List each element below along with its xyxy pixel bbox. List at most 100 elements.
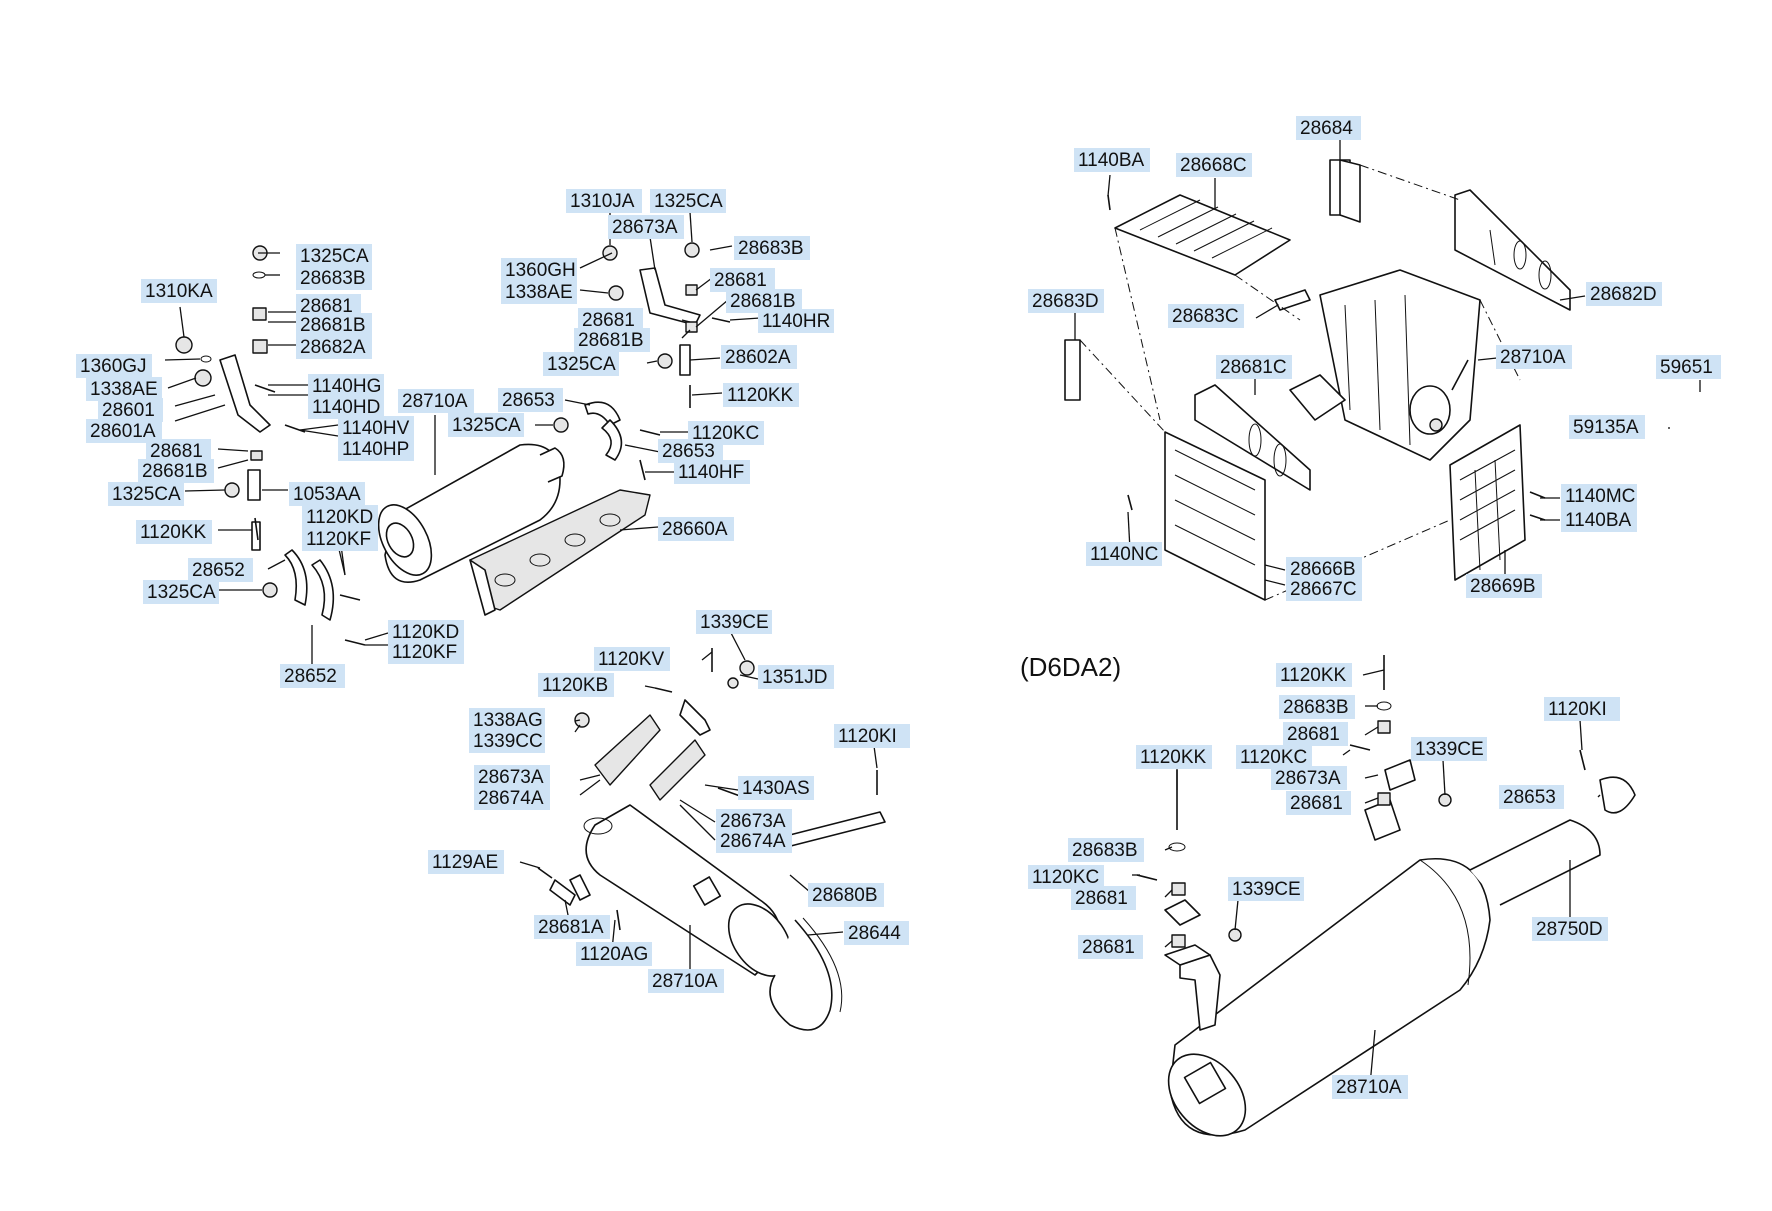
part-number-label[interactable]: 28681 (1287, 724, 1340, 745)
part-number-label[interactable]: 1140HF (678, 462, 744, 483)
part-number-label[interactable]: 28683B (1072, 840, 1138, 861)
part-number-label[interactable]: 1120KV (598, 649, 665, 670)
part-number-label[interactable]: 28750D (1536, 919, 1603, 940)
part-number-label[interactable]: 28681 (1082, 937, 1135, 958)
part-number-label[interactable]: 1140HV (342, 418, 410, 439)
part-number-label[interactable]: 1339CE (1232, 879, 1301, 900)
part-number-label[interactable]: 28653 (662, 441, 715, 462)
part-number-label[interactable]: 28681 (1290, 793, 1343, 814)
part-number-label[interactable]: 1325CA (654, 191, 723, 212)
part-number-label[interactable]: 1339CC (473, 731, 543, 752)
part-number-label[interactable]: 1351JD (762, 667, 828, 688)
part-number-label[interactable]: 28653 (502, 390, 555, 411)
part-number-label[interactable]: 28674A (478, 788, 544, 809)
part-number-label[interactable]: 28652 (192, 560, 245, 581)
part-number-label[interactable]: 28667C (1290, 579, 1357, 600)
part-number-label[interactable]: 28683D (1032, 291, 1099, 312)
part-number-label[interactable]: 1140HD (312, 397, 380, 418)
part-number-label[interactable]: 28674A (720, 831, 786, 852)
part-number-label[interactable]: 1339CE (1415, 739, 1484, 760)
part-number-label[interactable]: 1140HP (342, 439, 409, 460)
part-number-label[interactable]: 28683B (300, 268, 366, 289)
part-number-label[interactable]: 28644 (848, 923, 901, 944)
part-number-label[interactable]: 1053AA (293, 484, 361, 505)
part-number-label[interactable]: 28710A (652, 971, 718, 992)
part-number-label[interactable]: 28682A (300, 337, 366, 358)
part-number-label[interactable]: 1325CA (147, 582, 216, 603)
part-number-label[interactable]: 1120KD (306, 507, 373, 528)
part-number-label[interactable]: 1360GH (505, 260, 576, 281)
part-number-label[interactable]: 28681B (730, 291, 796, 312)
part-number-label[interactable]: 28710A (1336, 1077, 1402, 1098)
part-number-label[interactable]: 1140MC (1565, 486, 1635, 507)
part-number-label[interactable]: 28681A (538, 917, 604, 938)
part-number-label[interactable]: 28666B (1290, 559, 1356, 580)
part-number-label[interactable]: 28681 (714, 270, 767, 291)
part-number-label[interactable]: 1338AE (505, 282, 573, 303)
part-number-label[interactable]: 1120KI (1548, 699, 1607, 720)
part-number-label[interactable]: 28673A (720, 811, 786, 832)
part-number-label[interactable]: 1129AE (432, 852, 498, 873)
part-number-label[interactable]: 28680B (812, 885, 878, 906)
part-number-label[interactable]: 1120KC (1240, 747, 1307, 768)
part-number-label[interactable]: 28602A (725, 347, 791, 368)
part-number-label[interactable]: 1120KF (306, 529, 371, 550)
part-number-label[interactable]: 1120AG (580, 944, 648, 965)
leader-line (184, 489, 226, 492)
part-number-label[interactable]: 1120KB (542, 675, 608, 696)
part-number-label[interactable]: 1338AG (473, 710, 543, 731)
part-number-label[interactable]: 59651 (1660, 357, 1713, 378)
part-number-label[interactable]: 28673A (1275, 768, 1341, 789)
part-number-label[interactable]: 28683B (1283, 697, 1349, 718)
part-number-label[interactable]: 28673A (612, 217, 678, 238)
part-number-label[interactable]: 1325CA (452, 415, 521, 436)
part-number-label[interactable]: 1325CA (547, 354, 616, 375)
part-number-label[interactable]: 28668C (1180, 155, 1247, 176)
part-number-label[interactable]: 1140HR (762, 311, 830, 332)
part-number-label[interactable]: 1120KC (692, 423, 759, 444)
part-number-label[interactable]: 28669B (1470, 576, 1536, 597)
part-number-label[interactable]: 1339CE (700, 612, 769, 633)
part-number-label[interactable]: 1120KD (392, 622, 459, 643)
part-number-label[interactable]: 28653 (1503, 787, 1556, 808)
part-number-label[interactable]: 1310JA (570, 191, 635, 212)
part-number-label[interactable]: 28681C (1220, 357, 1287, 378)
part-number-label[interactable]: 28681 (300, 296, 353, 317)
part-number-label[interactable]: 1140NC (1090, 544, 1158, 565)
part-number-label[interactable]: 1430AS (742, 778, 810, 799)
part-number-label[interactable]: 1360GJ (80, 356, 147, 377)
part-number-label[interactable]: 1325CA (300, 246, 369, 267)
part-number-label[interactable]: 28682D (1590, 284, 1657, 305)
part-number-label[interactable]: 1140BA (1565, 510, 1632, 531)
part-number-label[interactable]: 1120KC (1032, 867, 1099, 888)
part-number-label[interactable]: 1120KI (838, 726, 897, 747)
part-number-label[interactable]: 28652 (284, 666, 337, 687)
part-number-label[interactable]: 1140HG (312, 376, 381, 397)
part-label-background (1286, 791, 1351, 815)
part-number-label[interactable]: 28601A (90, 421, 156, 442)
part-number-label[interactable]: 1325CA (112, 484, 181, 505)
part-number-label[interactable]: 28660A (662, 519, 728, 540)
part-number-label[interactable]: 1120KK (140, 522, 207, 543)
part-number-label[interactable]: 28681 (150, 441, 203, 462)
part-number-label[interactable]: 28710A (1500, 347, 1566, 368)
part-number-label[interactable]: 1310KA (145, 281, 213, 302)
part-number-label[interactable]: 28683C (1172, 306, 1239, 327)
part-number-label[interactable]: 28710A (402, 391, 468, 412)
part-number-label[interactable]: 1120KK (727, 385, 794, 406)
part-number-label[interactable]: 28681B (578, 330, 644, 351)
part-number-label[interactable]: 1120KK (1280, 665, 1347, 686)
part-number-label[interactable]: 1120KF (392, 642, 457, 663)
part-number-label[interactable]: 28681 (1075, 888, 1128, 909)
part-number-label[interactable]: 28681B (142, 461, 208, 482)
part-number-label[interactable]: 28684 (1300, 118, 1353, 139)
part-number-label[interactable]: 1338AE (90, 379, 158, 400)
part-number-label[interactable]: 1120KK (1140, 747, 1207, 768)
part-number-label[interactable]: 28683B (738, 238, 804, 259)
part-number-label[interactable]: 28681 (582, 310, 635, 331)
part-number-label[interactable]: 28681B (300, 315, 366, 336)
part-number-label[interactable]: 28601 (102, 400, 155, 421)
part-number-label[interactable]: 28673A (478, 767, 544, 788)
part-number-label[interactable]: 1140BA (1078, 150, 1145, 171)
part-number-label[interactable]: 59135A (1573, 417, 1639, 438)
